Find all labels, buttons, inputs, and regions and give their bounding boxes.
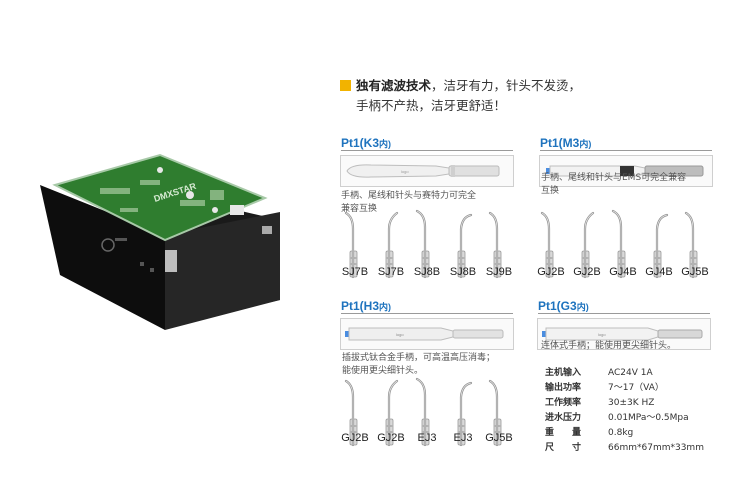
divider bbox=[341, 150, 513, 151]
tip-model-label: SJ7B bbox=[377, 266, 405, 278]
ultrasonic-module-image: DMXSTAR bbox=[40, 153, 280, 330]
k3-note-line-2: 兼容互换 bbox=[341, 204, 378, 214]
tip-model-label: GJ4B bbox=[609, 266, 637, 278]
scaler-tip-image bbox=[487, 375, 511, 453]
divider bbox=[538, 313, 710, 314]
spec-value: 7～17（VA） bbox=[608, 383, 664, 393]
spec-key: 进水压力 bbox=[545, 413, 582, 423]
g3-title: Pt1(G3 bbox=[538, 299, 577, 313]
tip-model-label: GJ2B bbox=[573, 266, 601, 278]
spec-row: 重 量 0.8kg bbox=[545, 426, 745, 441]
h3-note: 插拔式钛合金手柄，可高温高压消毒； 能使用更尖细针头。 bbox=[342, 352, 495, 378]
h3-title: Pt1(H3 bbox=[341, 299, 380, 313]
headline-text-1: ，洁牙有力，针头不发烫， bbox=[431, 78, 582, 93]
m3-note-line-2: 互换 bbox=[541, 186, 560, 196]
divider bbox=[540, 150, 712, 151]
spec-key: 工作频率 bbox=[545, 398, 582, 408]
scaler-tip-image bbox=[379, 207, 403, 285]
m3-note: 手柄、尾线和针头与EMS可完全兼容 互换 bbox=[541, 172, 686, 198]
handpiece-g3-image: logo bbox=[537, 318, 711, 350]
spec-value: 66mm*67mm*33mm bbox=[608, 443, 704, 453]
handpiece-k3-image: logo bbox=[340, 155, 514, 187]
spec-row: 工作频率 30±3K HZ bbox=[545, 396, 745, 411]
spec-row: 尺 寸 66mm*67mm*33mm bbox=[545, 441, 745, 456]
svg-text:logo: logo bbox=[598, 332, 606, 337]
section-title-m3: Pt1(M3内) bbox=[540, 136, 591, 150]
tip-model-label: SJ9B bbox=[485, 266, 513, 278]
g3-note-line-1: 连体式手柄；能使用更尖细针头。 bbox=[541, 341, 677, 351]
spec-value: 30±3K HZ bbox=[608, 398, 655, 408]
tip-model-label: EJ3 bbox=[417, 432, 437, 444]
section-title-h3: Pt1(H3内) bbox=[341, 299, 391, 313]
tip-model-label: SJ8B bbox=[413, 266, 441, 278]
m3-title: Pt1(M3 bbox=[540, 136, 580, 150]
h3-title-sub: 内) bbox=[379, 302, 392, 312]
m3-note-line-1: 手柄、尾线和针头与EMS可完全兼容 bbox=[541, 173, 687, 183]
tip-model-label: GJ2B bbox=[537, 266, 565, 278]
scaler-tip-image bbox=[343, 207, 367, 285]
divider bbox=[341, 313, 513, 314]
spec-value: AC24V 1A bbox=[608, 368, 653, 378]
g3-title-sub: 内) bbox=[576, 302, 589, 312]
spec-row: 主机输入 AC24V 1A bbox=[545, 366, 745, 381]
spec-table: 主机输入 AC24V 1A 输出功率 7～17（VA） 工作频率 30±3K HZ 进水压力… bbox=[545, 366, 745, 456]
spec-value: 0.01MPa～0.5Mpa bbox=[608, 413, 689, 423]
k3-title-sub: 内) bbox=[379, 139, 392, 149]
k3-note-line-1: 手柄、尾线和针头与赛特力可完全 bbox=[341, 191, 477, 201]
tip-model-label: GJ4B bbox=[645, 266, 673, 278]
scaler-tip-image bbox=[451, 375, 475, 453]
tip-model-label: SJ7B bbox=[341, 266, 369, 278]
scaler-tip-image bbox=[647, 207, 671, 285]
scaler-tip-image bbox=[343, 375, 367, 453]
spec-row: 进水压力 0.01MPa～0.5Mpa bbox=[545, 411, 745, 426]
bullet-square-icon bbox=[340, 80, 351, 91]
section-title-g3: Pt1(G3内) bbox=[538, 299, 589, 313]
scaler-tip-image bbox=[683, 207, 707, 285]
spec-key: 输出功率 bbox=[545, 383, 582, 393]
svg-text:logo: logo bbox=[401, 169, 409, 174]
spec-row: 输出功率 7～17（VA） bbox=[545, 381, 745, 396]
tip-model-label: SJ8B bbox=[449, 266, 477, 278]
k3-title: Pt1(K3 bbox=[341, 136, 380, 150]
scaler-tip-image bbox=[451, 207, 475, 285]
headline-title: 独有滤波技术 bbox=[356, 78, 432, 93]
m3-title-sub: 内) bbox=[579, 139, 592, 149]
section-title-k3: Pt1(K3内) bbox=[341, 136, 391, 150]
scaler-tip-image bbox=[575, 207, 599, 285]
spec-key: 重 量 bbox=[545, 428, 582, 438]
headline-line-1: 独有滤波技术，洁牙有力，针头不发烫， bbox=[340, 76, 640, 96]
handpiece-h3-image: logo bbox=[340, 318, 514, 350]
h3-note-line-2: 能使用更尖细针头。 bbox=[342, 366, 424, 376]
g3-note: 连体式手柄；能使用更尖细针头。 bbox=[541, 340, 676, 353]
scaler-tip-image bbox=[487, 207, 511, 285]
tip-model-label: GJ2B bbox=[377, 432, 405, 444]
scaler-tip-image bbox=[539, 207, 563, 285]
scaler-tip-image bbox=[415, 207, 439, 285]
tip-model-label: GJ5B bbox=[681, 266, 709, 278]
spec-value: 0.8kg bbox=[608, 428, 634, 438]
tip-model-label: GJ2B bbox=[341, 432, 369, 444]
scaler-tip-image bbox=[611, 207, 635, 285]
spec-key: 主机输入 bbox=[545, 368, 582, 378]
scaler-tip-image bbox=[379, 375, 403, 453]
tip-model-label: EJ3 bbox=[453, 432, 473, 444]
scaler-tip-image bbox=[415, 375, 439, 453]
headline-line-2: 手柄不产热，洁牙更舒适！ bbox=[356, 98, 507, 113]
h3-note-line-1: 插拔式钛合金手柄，可高温高压消毒； bbox=[342, 353, 496, 363]
svg-text:logo: logo bbox=[396, 332, 404, 337]
headline: 独有滤波技术，洁牙有力，针头不发烫， 手柄不产热，洁牙更舒适！ bbox=[340, 76, 640, 116]
handpiece-m3-image bbox=[539, 155, 713, 187]
k3-note: 手柄、尾线和针头与赛特力可完全 兼容互换 bbox=[341, 190, 476, 216]
spec-key: 尺 寸 bbox=[545, 443, 582, 453]
tip-model-label: GJ5B bbox=[485, 432, 513, 444]
